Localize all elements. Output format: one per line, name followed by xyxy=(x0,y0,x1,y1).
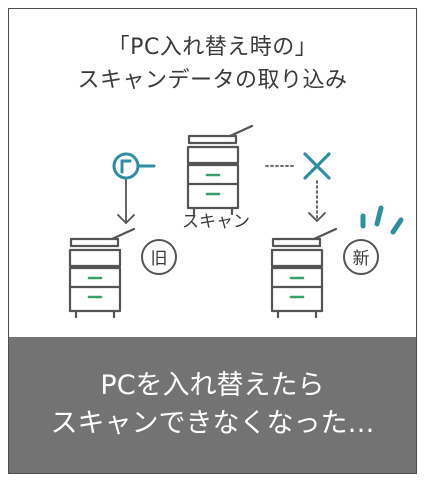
new-badge-label: 新 xyxy=(353,249,370,269)
card-title: 「PC入れ替え時の」 スキャンデータの取り込み xyxy=(9,31,416,97)
broken-connection xyxy=(265,165,318,221)
scan-migration-card: 「PC入れ替え時の」 スキャンデータの取り込み スキャン xyxy=(8,8,417,474)
scan-destination-folder-icon xyxy=(112,152,156,180)
old-badge-label: 旧 xyxy=(151,249,168,269)
old-badge-circle xyxy=(141,239,177,275)
caption-line-1: PCを入れ替えたら xyxy=(100,370,325,401)
scan-diagram: スキャン xyxy=(68,124,404,319)
illustration-panel: 「PC入れ替え時の」 スキャンデータの取り込み スキャン xyxy=(9,9,416,337)
caption-line-2: スキャンできなくなった… xyxy=(50,408,375,439)
caption-text: PCを入れ替えたら スキャンできなくなった… xyxy=(9,367,416,443)
scanner-printer-icon xyxy=(186,124,254,216)
arrow-down-to-new-pc xyxy=(308,212,326,222)
title-line-2: スキャンデータの取り込み xyxy=(77,68,348,93)
old-pc-printer-icon xyxy=(68,227,136,319)
caption-banner: PCを入れ替えたら スキャンできなくなった… xyxy=(9,337,416,473)
failure-x-icon xyxy=(303,152,331,180)
new-badge-circle xyxy=(343,239,379,275)
arrow-down-to-old-pc xyxy=(117,179,135,224)
title-line-1: 「PC入れ替え時の」 xyxy=(107,35,318,60)
scan-label: スキャン xyxy=(182,212,250,232)
new-pc-printer-icon xyxy=(270,227,338,319)
sparkle-marks-icon xyxy=(360,205,404,235)
